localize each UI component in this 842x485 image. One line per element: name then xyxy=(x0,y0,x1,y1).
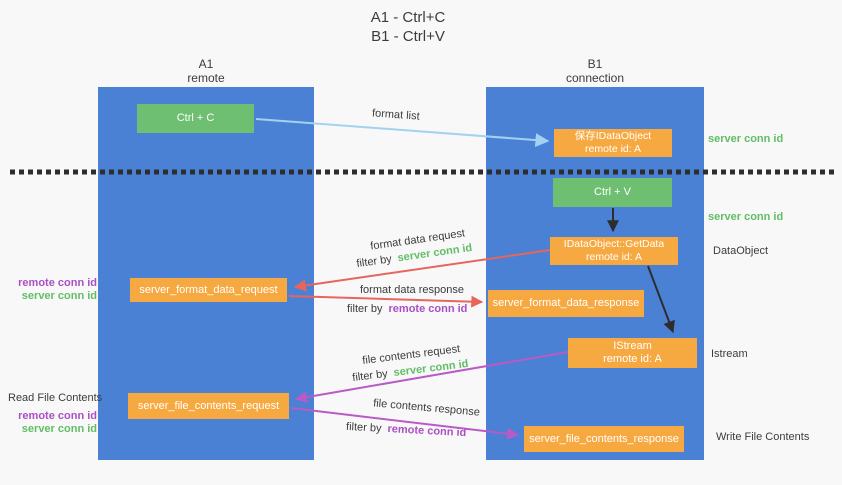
format-data-response-arrow xyxy=(288,295,484,308)
lane-header-b1: B1 connection xyxy=(486,57,704,85)
istream-line1: IStream xyxy=(613,340,652,352)
server-format-data-request-label: server_format_data_request xyxy=(139,283,278,296)
node-ctrl-v: Ctrl + V xyxy=(553,178,672,207)
side-label-write-file-contents: Write File Contents xyxy=(716,431,810,443)
filter-by-text: filter by xyxy=(355,253,393,271)
edge-label-format-list: format list xyxy=(371,107,421,123)
side-label-istream: Istream xyxy=(711,348,748,360)
left-conn-id-labels-2: remote conn id server conn id xyxy=(0,410,97,436)
lane-b1-name: B1 xyxy=(587,57,603,71)
edge-label-filter-by-remote-conn-id-2: filter by remote conn id xyxy=(346,421,467,439)
edge-label-filter-by-remote-conn-id-1: filter by remote conn id xyxy=(347,303,467,315)
server-conn-id-label: server conn id xyxy=(21,423,97,435)
getdata-line1: IDataObject::GetData xyxy=(563,238,665,250)
server-format-data-response-label: server_format_data_response xyxy=(492,297,640,309)
title-line-2: B1 - Ctrl+V xyxy=(371,28,445,45)
server-conn-id-label: server conn id xyxy=(21,290,97,302)
title-line-1: A1 - Ctrl+C xyxy=(370,9,446,26)
diagram-title: A1 - Ctrl+C B1 - Ctrl+V xyxy=(308,8,508,46)
node-server-file-contents-request: server_file_contents_request xyxy=(128,393,289,419)
node-server-format-data-request: server_format_data_request xyxy=(130,278,287,302)
remote-conn-id-label: remote conn id xyxy=(18,410,97,422)
edge-label-format-data-response: format data response xyxy=(360,284,464,296)
node-server-file-contents-response: server_file_contents_response xyxy=(524,426,684,452)
server-file-contents-response-label: server_file_contents_response xyxy=(529,432,679,445)
lane-a1-subtitle: remote xyxy=(187,71,225,85)
node-save-dataobject: 保存IDataObject remote id: A xyxy=(554,129,672,157)
remote-conn-id-label: remote conn id xyxy=(18,277,97,289)
filter-by-text: filter by xyxy=(345,420,382,435)
remote-conn-id-text: remote conn id xyxy=(387,423,467,440)
istream-line2: remote id: A xyxy=(603,353,662,365)
node-getdata: IDataObject::GetData remote id: A xyxy=(550,237,678,265)
edge-label-file-contents-response: file contents response xyxy=(372,397,481,419)
server-file-contents-request-label: server_file_contents_request xyxy=(137,399,280,412)
node-istream: IStream remote id: A xyxy=(568,338,697,368)
save-dataobject-line1: 保存IDataObject xyxy=(574,130,652,142)
ctrl-c-label: Ctrl + C xyxy=(176,112,215,124)
ctrl-v-label: Ctrl + V xyxy=(594,186,631,198)
save-dataobject-line2: remote id: A xyxy=(584,143,642,155)
lane-a1-name: A1 xyxy=(198,57,214,71)
side-label-read-file-contents: Read File Contents xyxy=(8,392,103,404)
filter-by-text: filter by xyxy=(351,367,389,385)
getdata-line2: remote id: A xyxy=(585,251,643,263)
filter-by-text: filter by xyxy=(347,303,383,315)
left-conn-id-labels-1: remote conn id server conn id xyxy=(0,277,97,303)
lane-header-a1: A1 remote xyxy=(98,57,314,85)
lane-b1-subtitle: connection xyxy=(565,71,625,85)
side-label-server-conn-id-mid: server conn id xyxy=(708,211,784,223)
node-ctrl-c: Ctrl + C xyxy=(137,104,254,133)
side-label-server-conn-id-top: server conn id xyxy=(708,133,784,145)
node-server-format-data-response: server_format_data_response xyxy=(488,290,644,317)
side-label-dataobject: DataObject xyxy=(713,245,769,257)
remote-conn-id-text: remote conn id xyxy=(388,303,468,315)
